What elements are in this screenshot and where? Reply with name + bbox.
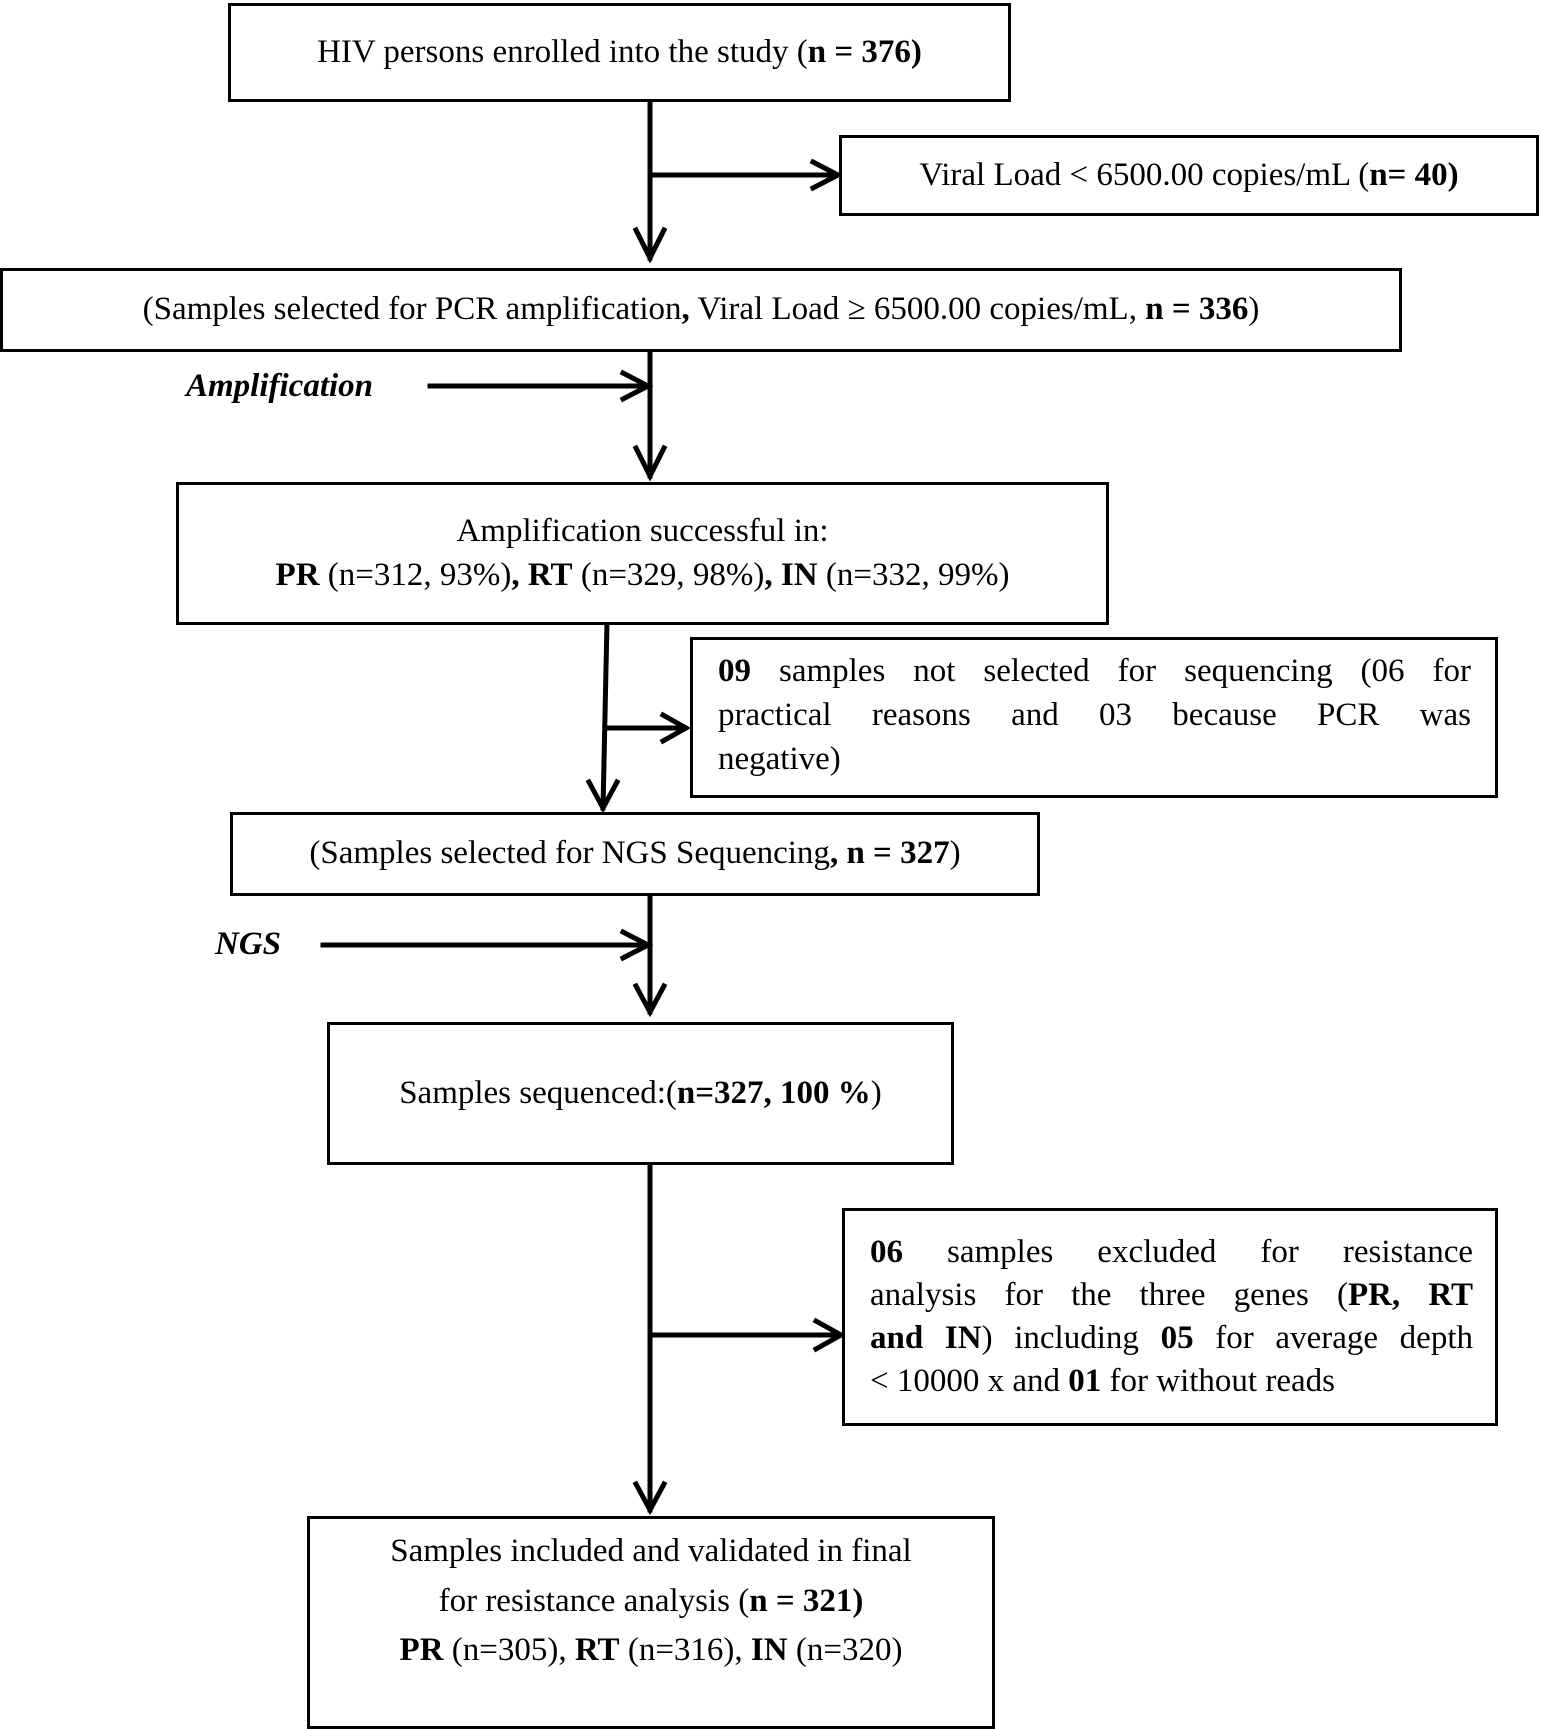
pcr-post: ) — [1248, 291, 1260, 328]
excluded-text3: ) including — [981, 1320, 1161, 1356]
not-selected-box: 09 samples not selected for sequencing (… — [690, 637, 1498, 798]
final-line3: PR (n=305), RT (n=316), IN (n=320) — [400, 1626, 903, 1676]
excluded-line4: < 10000 x and 01 for without reads — [870, 1360, 1473, 1404]
sequenced-count: n=327, 100 % — [676, 1074, 871, 1111]
pcr-text: (Samples selected for PCR amplification — [142, 291, 682, 328]
viral-low-count: n= 40) — [1369, 156, 1459, 193]
viral-low-text: Viral Load < 6500.00 copies/mL ( — [919, 156, 1370, 193]
amp-rt-value: (n=329, 98%) — [572, 556, 765, 593]
not-selected-line2: practical reasons and 03 because PCR was — [718, 697, 1471, 733]
final-rt-value: (n=316), — [619, 1632, 751, 1668]
amplification-result-box: Amplification successful in: PR (n=312, … — [176, 482, 1109, 625]
excluded-text3b: for average depth — [1193, 1320, 1473, 1356]
ngs-post: ) — [949, 835, 961, 872]
excluded-line3: and IN) including 05 for average depth — [870, 1317, 1473, 1360]
amplification-line1: Amplification successful in: — [456, 512, 829, 549]
sequenced-box: Samples sequenced:(n=327, 100 %) — [327, 1022, 954, 1165]
excluded-text1: samples excluded for resistance — [903, 1234, 1473, 1270]
excluded-genes-1: PR, RT — [1347, 1277, 1474, 1313]
amp-pr-label: PR — [275, 556, 320, 593]
final-in-value: (n=320) — [787, 1632, 903, 1668]
enrolled-count: n = 376) — [807, 33, 922, 70]
excluded-line2: analysis for the three genes (PR, RT — [870, 1274, 1473, 1317]
ngs-count: n = 327 — [846, 835, 950, 872]
arrowhead-final — [632, 1480, 668, 1516]
not-selected-line3: negative) — [718, 741, 841, 777]
arrowhead-excluded — [812, 1317, 847, 1353]
final-line1: Samples included and validated in final — [390, 1533, 912, 1569]
arrowhead-amplification-label — [619, 369, 654, 403]
pcr-ge-symbol: ≥ — [847, 291, 866, 328]
arrowhead-ngs — [585, 778, 621, 814]
excluded-text2: analysis for the three genes ( — [870, 1277, 1348, 1313]
excluded-genes-2: and IN — [870, 1320, 982, 1356]
final-line2: for resistance analysis (n = 321) — [439, 1577, 864, 1627]
pcr-count: n = 336 — [1145, 291, 1249, 328]
enrolled-box: HIV persons enrolled into the study (n =… — [228, 3, 1011, 102]
final-text2: for resistance analysis ( — [438, 1582, 750, 1619]
final-pr-label: PR — [399, 1632, 444, 1668]
amp-pr-value: (n=312, 93%) — [319, 556, 512, 593]
amp-in-label: , IN — [764, 556, 818, 593]
ngs-selected-box: (Samples selected for NGS Sequencing, n … — [230, 812, 1040, 896]
sequenced-text: Samples sequenced:( — [399, 1074, 677, 1111]
not-selected-count: 09 — [718, 653, 751, 689]
excluded-text4: < 10000 x and — [870, 1363, 1069, 1399]
excluded-depth-count: 05 — [1160, 1320, 1194, 1356]
excluded-box: 06 samples excluded for resistance analy… — [842, 1208, 1498, 1426]
pcr-mid2: 6500.00 copies/mL, — [865, 291, 1146, 328]
arrowhead-not-selected — [659, 711, 692, 745]
sequenced-post: ) — [870, 1074, 882, 1111]
ngs-label: NGS — [215, 926, 282, 962]
ngs-comma: , — [829, 835, 847, 872]
enrolled-text: HIV persons enrolled into the study ( — [317, 33, 808, 70]
arrowhead-sequenced — [632, 982, 668, 1018]
pcr-comma: , — [681, 291, 690, 328]
not-selected-line1: 09 samples not selected for sequencing (… — [718, 650, 1471, 694]
excluded-line1: 06 samples excluded for resistance — [870, 1231, 1473, 1274]
excluded-text4b: for without reads — [1101, 1363, 1335, 1399]
final-count: n = 321) — [749, 1582, 864, 1619]
not-selected-text1: samples not selected for sequencing (06 … — [751, 653, 1471, 689]
final-in-label: IN — [750, 1632, 788, 1668]
arrowhead-pcr — [632, 226, 668, 264]
excluded-noreads-count: 01 — [1068, 1363, 1102, 1399]
final-pr-value: (n=305), — [443, 1632, 575, 1668]
amplification-label: Amplification — [186, 368, 374, 404]
pcr-selected-box: (Samples selected for PCR amplification,… — [0, 268, 1402, 352]
viral-load-low-box: Viral Load < 6500.00 copies/mL (n= 40) — [839, 135, 1539, 216]
arrowhead-viral-low — [809, 158, 844, 192]
final-box: Samples included and validated in final … — [307, 1516, 995, 1729]
arrowhead-amplification — [632, 444, 668, 482]
amp-rt-label: , RT — [511, 556, 573, 593]
amp-in-value: (n=332, 99%) — [817, 556, 1010, 593]
excluded-count: 06 — [870, 1234, 903, 1270]
final-rt-label: RT — [574, 1632, 620, 1668]
arrow-amplification-to-ngs — [600, 619, 610, 811]
ngs-text: (Samples selected for NGS Sequencing — [309, 835, 830, 872]
pcr-mid: Viral Load — [689, 291, 848, 328]
amplification-line2: PR (n=312, 93%), RT (n=329, 98%), IN (n=… — [276, 554, 1010, 598]
arrowhead-ngs-label — [619, 928, 654, 962]
